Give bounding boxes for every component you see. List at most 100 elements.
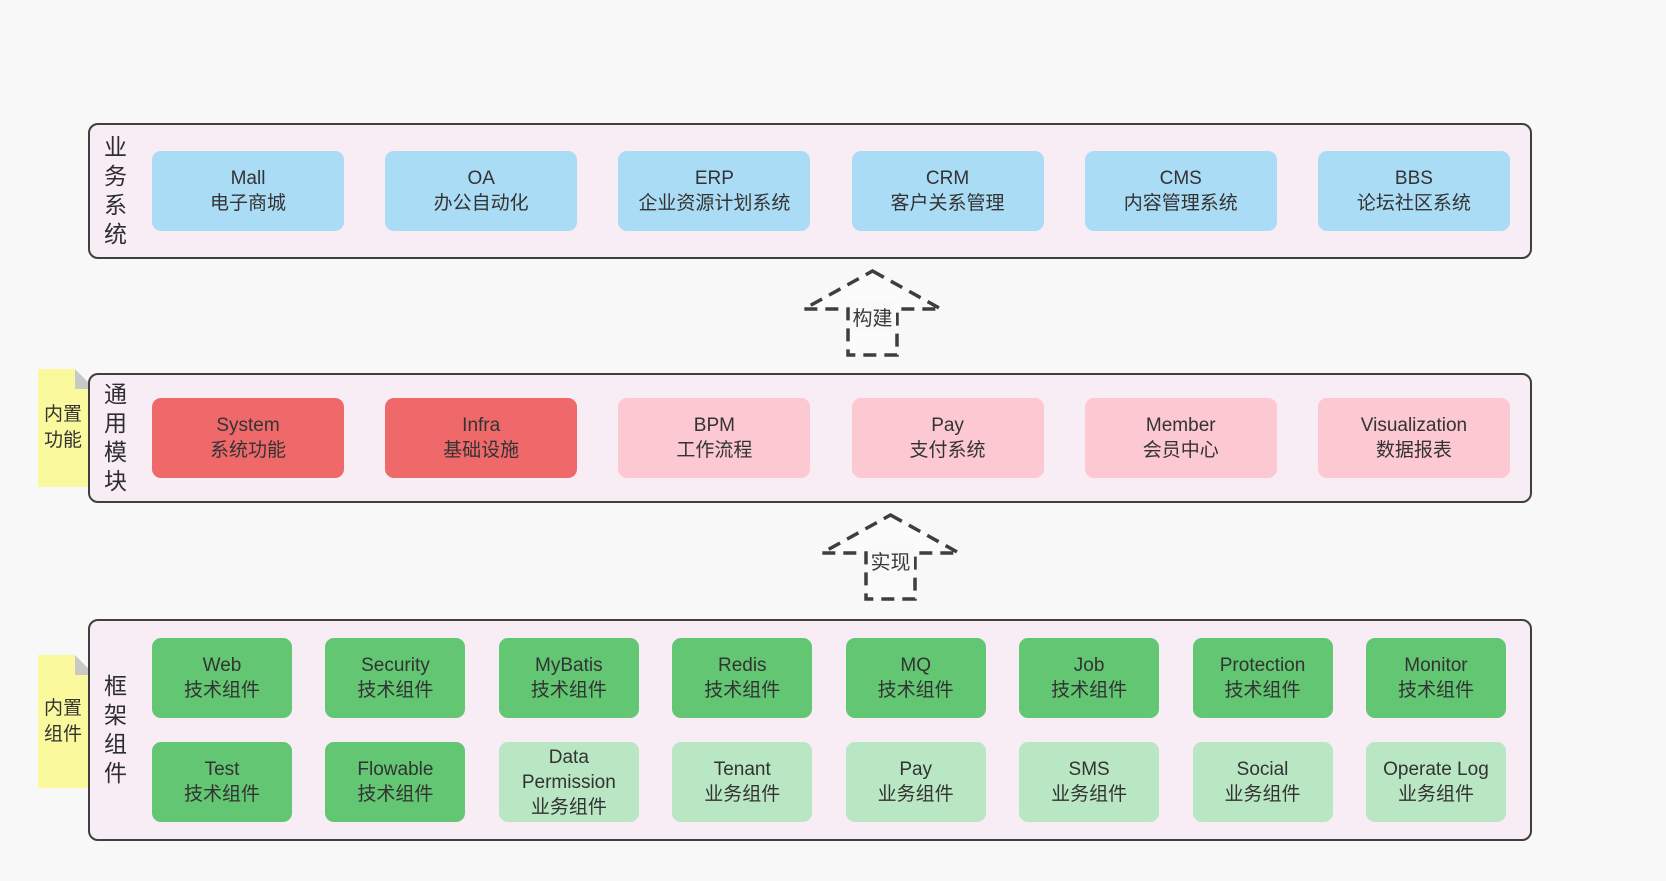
box-subtitle: 技术组件	[1224, 680, 1301, 701]
box-social: Social 业务组件	[1192, 742, 1333, 822]
implement-arrow-label: 实现	[867, 545, 914, 576]
box-subtitle: 会员中心	[1142, 440, 1219, 461]
build-arrow-label: 构建	[849, 301, 896, 332]
box-crm: CRM 客户关系管理	[851, 151, 1044, 231]
box-title: Protection	[1219, 655, 1306, 676]
box-title: Operate Log	[1383, 759, 1489, 780]
box-redis: Redis 技术组件	[672, 638, 813, 718]
box-title: MQ	[900, 655, 931, 676]
box-oa: OA 办公自动化	[385, 151, 578, 231]
box-flowable: Flowable 技术组件	[325, 742, 466, 822]
layer-common-modules: 通用模块 System 系统功能 Infra 基础设施 BPM 工作流程 Pay…	[88, 373, 1532, 503]
box-subtitle: 业务组件	[1224, 784, 1301, 805]
box-subtitle: 业务组件	[1397, 784, 1474, 805]
box-title: Social	[1236, 759, 1289, 780]
box-subtitle: 业务组件	[704, 784, 781, 805]
box-title: Pay	[899, 759, 933, 780]
box-monitor: Monitor 技术组件	[1365, 638, 1506, 718]
box-title: Mall	[230, 168, 266, 189]
box-title: Monitor	[1404, 655, 1468, 676]
box-pay-component: Pay 业务组件	[845, 742, 986, 822]
layer-label-modules: 通用模块	[104, 381, 127, 494]
box-member: Member 会员中心	[1084, 398, 1277, 478]
box-title: System	[216, 415, 280, 436]
box-subtitle: 数据报表	[1375, 440, 1452, 461]
box-mybatis: MyBatis 技术组件	[498, 638, 639, 718]
box-subtitle: 论坛社区系统	[1356, 193, 1471, 214]
box-bbs: BBS 论坛社区系统	[1317, 151, 1510, 231]
box-title: BBS	[1394, 168, 1433, 189]
box-title: Infra	[462, 415, 501, 436]
box-title: Visualization	[1360, 415, 1468, 436]
box-erp: ERP 企业资源计划系统	[618, 151, 811, 231]
box-tenant: Tenant 业务组件	[672, 742, 813, 822]
box-cms: CMS 内容管理系统	[1084, 151, 1277, 231]
box-subtitle: 办公自动化	[433, 193, 529, 214]
box-subtitle: 电子商城	[209, 193, 286, 214]
sticky-note-label: 内置组件	[43, 697, 82, 745]
sticky-note-builtin-components: 内置组件	[38, 655, 95, 788]
box-title: BPM	[693, 415, 735, 436]
box-subtitle: 内容管理系统	[1123, 193, 1238, 214]
box-subtitle: 业务组件	[530, 796, 607, 818]
box-subtitle: 技术组件	[530, 680, 607, 701]
box-subtitle: 系统功能	[209, 440, 286, 461]
box-title: Flowable	[357, 759, 434, 780]
box-protection: Protection 技术组件	[1192, 638, 1333, 718]
box-infra: Infra 基础设施	[385, 398, 578, 478]
box-title: Redis	[717, 655, 767, 676]
sticky-note-label: 内置功能	[43, 404, 82, 451]
business-boxes: Mall 电子商城 OA 办公自动化 ERP 企业资源计划系统 CRM 客户关系…	[152, 125, 1510, 257]
box-subtitle: 技术组件	[357, 784, 434, 805]
box-pay-module: Pay 支付系统	[851, 398, 1044, 478]
implement-arrow: 实现	[818, 512, 963, 602]
box-title: Data Permission	[521, 746, 616, 793]
sticky-note-builtin-features: 内置功能	[38, 369, 95, 487]
box-title: CRM	[925, 168, 970, 189]
box-title: OA	[467, 168, 495, 189]
box-subtitle: 技术组件	[1397, 680, 1474, 701]
box-subtitle: 工作流程	[676, 440, 753, 461]
box-bpm: BPM 工作流程	[618, 398, 811, 478]
box-subtitle: 基础设施	[443, 440, 520, 461]
box-subtitle: 业务组件	[877, 784, 954, 805]
box-title: Security	[361, 655, 430, 676]
box-sms: SMS 业务组件	[1019, 742, 1160, 822]
box-subtitle: 技术组件	[1051, 680, 1128, 701]
box-security: Security 技术组件	[325, 638, 466, 718]
box-title: ERP	[694, 168, 734, 189]
component-rows: Web 技术组件 Security 技术组件 MyBatis 技术组件 Redi…	[152, 638, 1506, 822]
box-mq: MQ 技术组件	[845, 638, 986, 718]
box-subtitle: 技术组件	[183, 784, 260, 805]
component-row-2: Test 技术组件 Flowable 技术组件 Data Permission …	[152, 742, 1506, 822]
box-subtitle: 支付系统	[909, 440, 986, 461]
box-title: Job	[1073, 655, 1105, 676]
box-title: SMS	[1068, 759, 1110, 780]
box-subtitle: 业务组件	[1051, 784, 1128, 805]
box-visualization: Visualization 数据报表	[1317, 398, 1510, 478]
box-test: Test 技术组件	[152, 742, 292, 822]
build-arrow: 构建	[800, 268, 945, 358]
module-boxes: System 系统功能 Infra 基础设施 BPM 工作流程 Pay 支付系统…	[152, 375, 1510, 501]
box-job: Job 技术组件	[1019, 638, 1160, 718]
box-title: MyBatis	[535, 655, 603, 676]
box-mall: Mall 电子商城	[152, 151, 344, 231]
box-subtitle: 技术组件	[704, 680, 781, 701]
box-subtitle: 企业资源计划系统	[638, 193, 791, 214]
box-subtitle: 客户关系管理	[890, 193, 1005, 214]
component-row-1: Web 技术组件 Security 技术组件 MyBatis 技术组件 Redi…	[152, 638, 1506, 718]
box-subtitle: 技术组件	[877, 680, 954, 701]
layer-label-components: 框架组件	[104, 673, 127, 786]
layer-label-business: 业务系统	[104, 134, 127, 247]
box-title: Pay	[931, 415, 964, 436]
box-subtitle: 技术组件	[183, 680, 260, 701]
layer-business-systems: 业务系统 Mall 电子商城 OA 办公自动化 ERP 企业资源计划系统 CRM…	[88, 123, 1532, 259]
box-title: Tenant	[713, 759, 771, 780]
box-system: System 系统功能	[152, 398, 344, 478]
box-operate-log: Operate Log 业务组件	[1365, 742, 1506, 822]
box-title: Member	[1145, 415, 1216, 436]
box-title: CMS	[1159, 168, 1202, 189]
box-title: Test	[204, 759, 240, 780]
box-subtitle: 技术组件	[357, 680, 434, 701]
